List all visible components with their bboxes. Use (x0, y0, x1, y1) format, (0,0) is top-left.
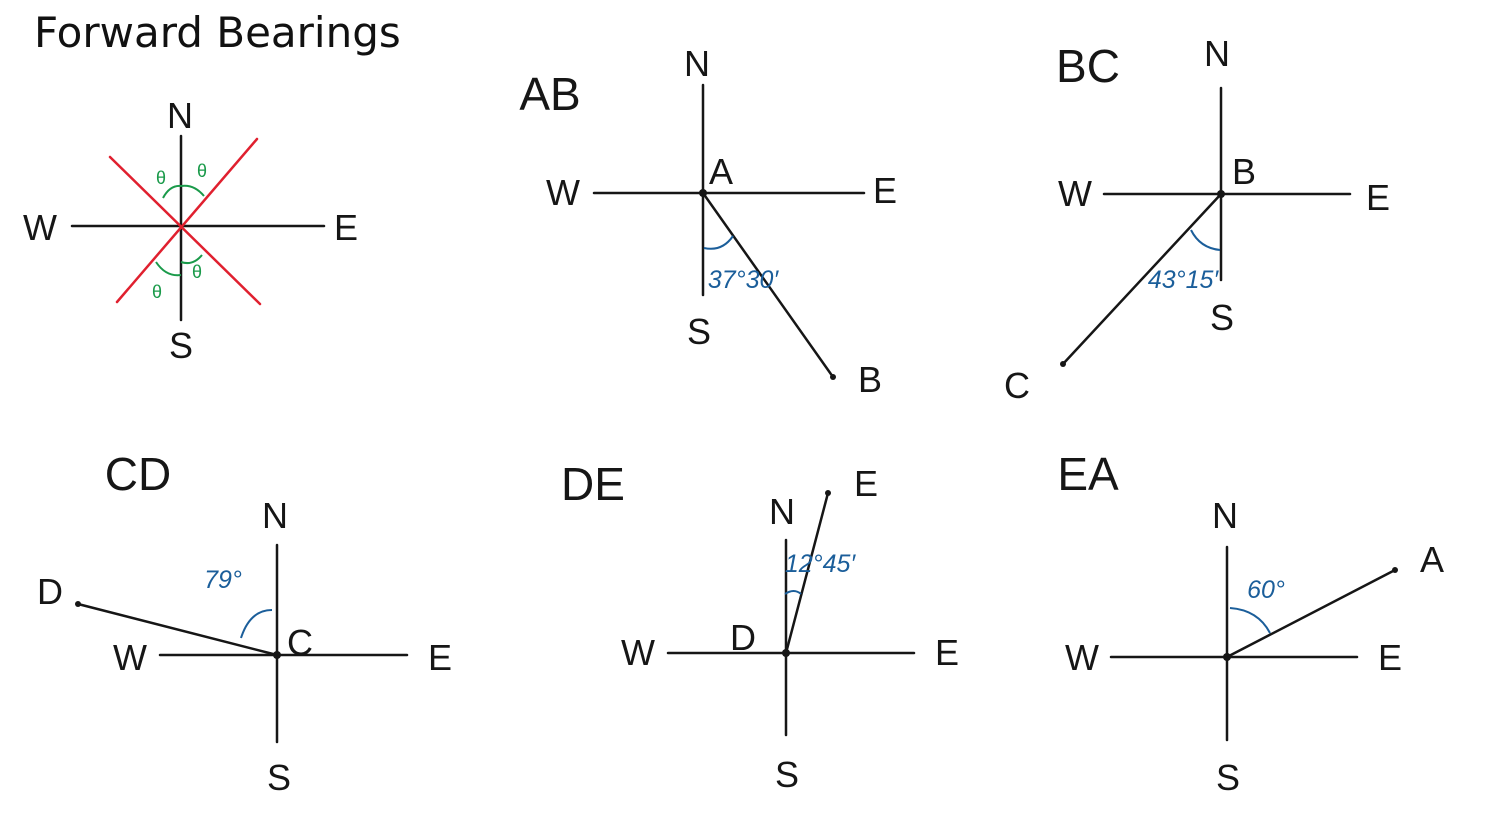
direction-label-w: W (23, 207, 57, 248)
end-point (830, 374, 836, 380)
direction-label-n: N (167, 95, 193, 136)
theta-label: θ (156, 168, 166, 188)
direction-label-s: S (169, 325, 193, 366)
station-label-end: E (854, 463, 878, 504)
station-label-end: A (1420, 539, 1444, 580)
direction-label-n: N (262, 495, 288, 536)
direction-label-w: W (546, 172, 580, 213)
angle-arc (784, 590, 802, 595)
end-point (75, 601, 81, 607)
line-title: AB (519, 68, 580, 120)
direction-label-n: N (1212, 495, 1238, 536)
direction-label-e: E (334, 207, 358, 248)
line-title: EA (1057, 448, 1119, 500)
station-label-center: D (730, 617, 756, 658)
direction-label-w: W (621, 632, 655, 673)
bearing-line (1225, 568, 1397, 659)
direction-label-w: W (113, 637, 147, 678)
theta-label: θ (152, 282, 162, 302)
end-point (1392, 567, 1398, 573)
center-point (1217, 190, 1225, 198)
direction-label-s: S (775, 754, 799, 795)
direction-label-e: E (1378, 637, 1402, 678)
bearing-line (1061, 192, 1223, 366)
direction-label-e: E (1366, 177, 1390, 218)
end-point (1060, 361, 1066, 367)
center-point (273, 651, 281, 659)
station-label-center: C (287, 622, 313, 663)
station-label-center: B (1232, 151, 1256, 192)
theta-arc (162, 184, 182, 199)
line-title: BC (1056, 40, 1120, 92)
red-diagonal-line (108, 155, 262, 306)
center-point (782, 649, 790, 657)
station-label-end: B (858, 359, 882, 400)
line-title: DE (561, 458, 625, 510)
reference-compass: N S W Eθ θ θ θ (23, 95, 358, 366)
theta-arc (155, 261, 182, 277)
end-point (825, 490, 831, 496)
page-title: Forward Bearings (34, 8, 401, 57)
direction-label-w: W (1058, 173, 1092, 214)
direction-label-e: E (873, 170, 897, 211)
angle-arc (1190, 229, 1221, 251)
direction-label-n: N (684, 43, 710, 84)
direction-label-s: S (687, 311, 711, 352)
direction-label-n: N (769, 491, 795, 532)
center-point (699, 189, 707, 197)
direction-label-n: N (1204, 33, 1230, 74)
theta-label: θ (197, 161, 207, 181)
bearing-line (784, 491, 830, 655)
theta-arc (180, 184, 205, 197)
direction-label-e: E (428, 637, 452, 678)
direction-label-s: S (1216, 757, 1240, 798)
bearing-line (701, 191, 835, 379)
direction-label-s: S (1210, 297, 1234, 338)
station-label-center: A (709, 151, 733, 192)
center-point (1223, 653, 1231, 661)
line-title: CD (105, 448, 171, 500)
bearing-angle-label: 79° (204, 566, 242, 594)
theta-label: θ (192, 262, 202, 282)
bearing-angle-label: 60° (1247, 576, 1285, 604)
direction-label-s: S (267, 757, 291, 798)
angle-arc (1229, 607, 1271, 634)
theta-arc (180, 254, 203, 265)
station-label-end: C (1004, 365, 1030, 406)
red-diagonal-line (115, 137, 259, 304)
bearing-diagram-ea: N S W E EA A 60° (1057, 448, 1444, 798)
angle-arc (240, 609, 273, 639)
angle-arc (703, 235, 734, 250)
direction-label-w: W (1065, 637, 1099, 678)
bearing-line (76, 602, 279, 657)
station-label-end: D (37, 571, 63, 612)
bearing-angle-label: 43°15′ (1148, 266, 1220, 294)
direction-label-e: E (935, 632, 959, 673)
bearing-angle-label: 12°45′ (785, 550, 857, 578)
bearing-angle-label: 37°30′ (708, 266, 780, 294)
